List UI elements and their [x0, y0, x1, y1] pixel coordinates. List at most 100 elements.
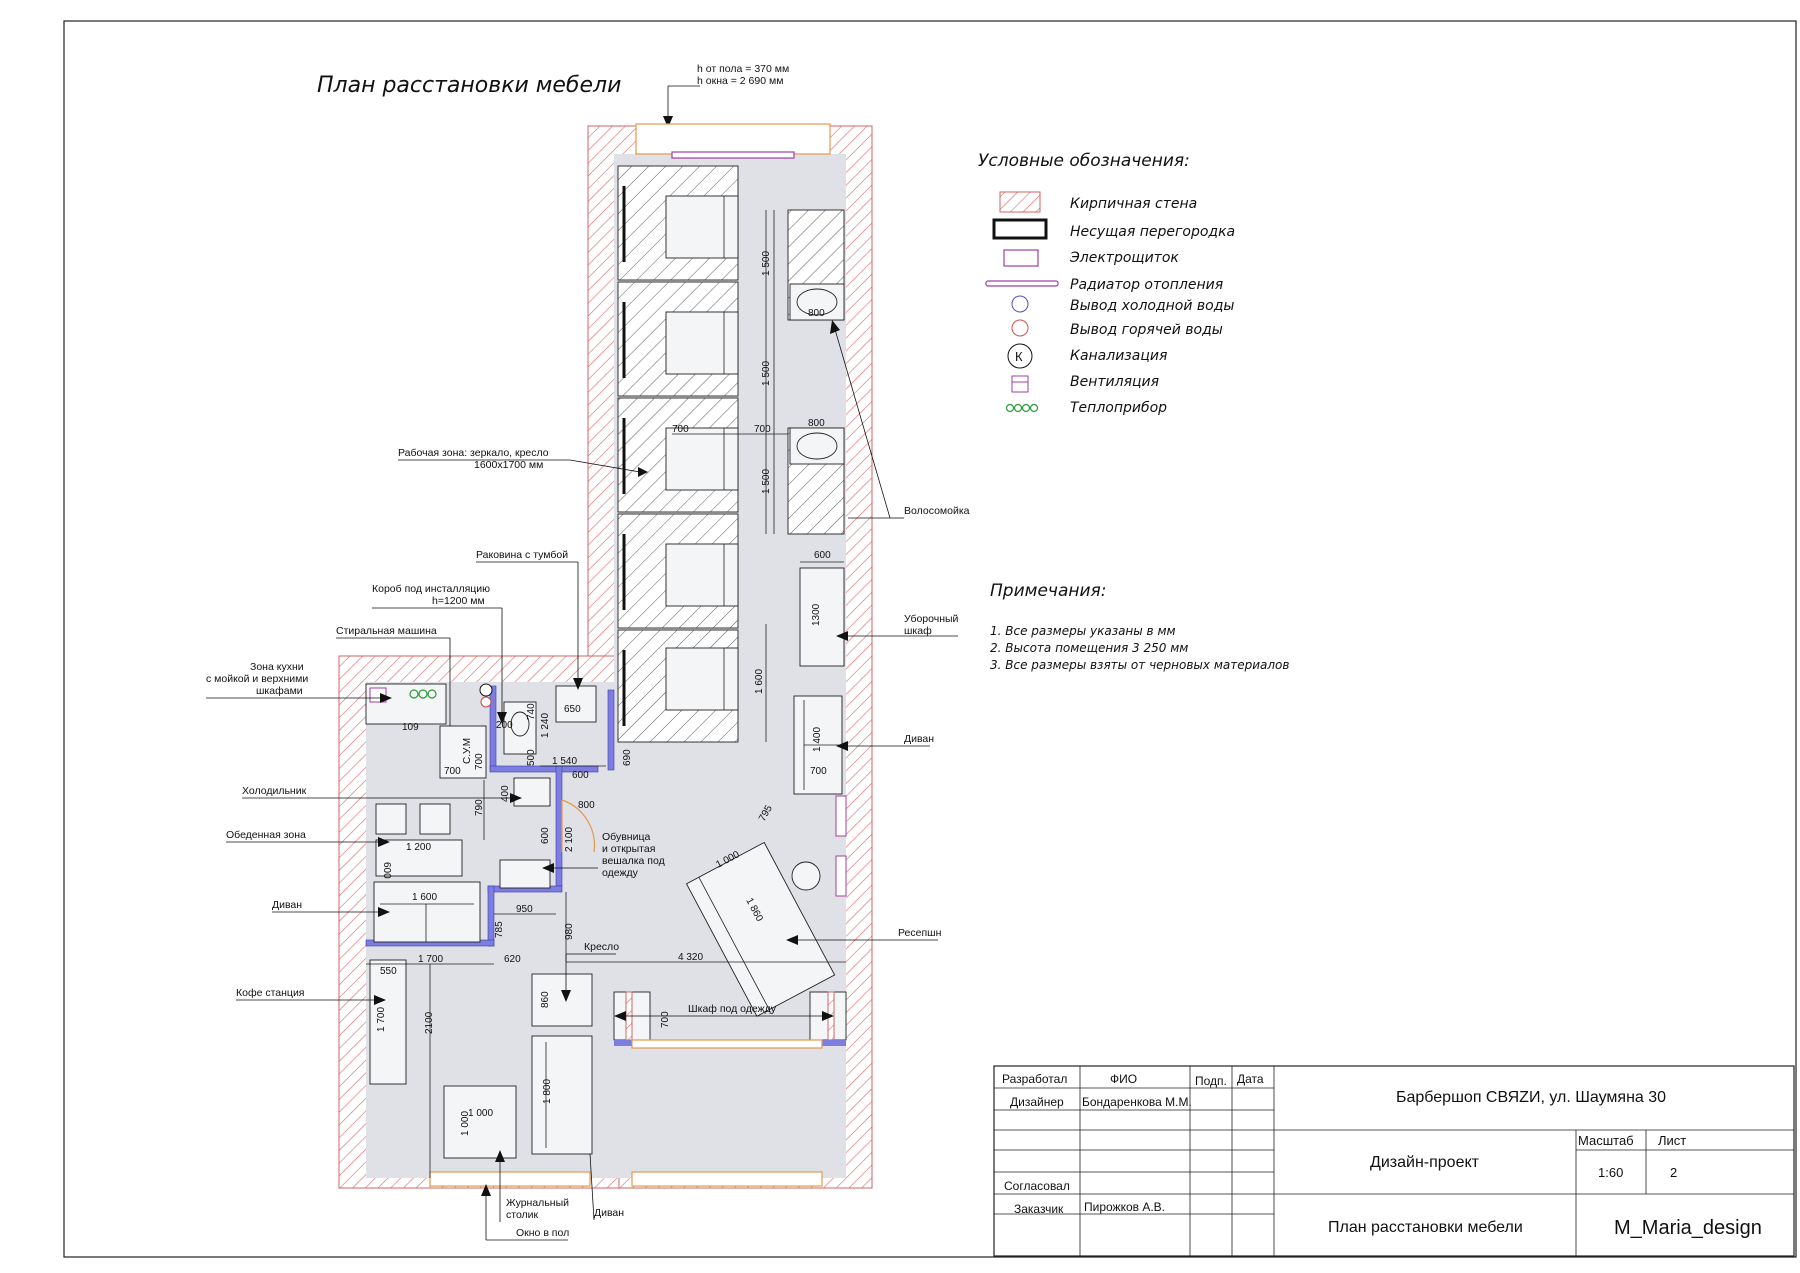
- label-armchair: Кресло: [584, 941, 619, 953]
- tb-sign: Подп.: [1195, 1074, 1227, 1088]
- svg-text:650: 650: [564, 704, 581, 715]
- svg-text:550: 550: [380, 966, 397, 977]
- label-shoe-rack-4: одежду: [602, 867, 639, 879]
- label-installation-height: h=1200 мм: [432, 595, 485, 607]
- dining-chair: [375, 803, 407, 835]
- svg-text:1 700: 1 700: [418, 954, 443, 965]
- tb-project-type: Дизайн-проект: [1370, 1154, 1480, 1171]
- sheet-frame: [63, 20, 1797, 1258]
- svg-text:2100: 2100: [424, 1011, 435, 1034]
- svg-text:400: 400: [500, 785, 511, 802]
- hair-wash-stations: [773, 209, 845, 535]
- legend-panel-swatch: [1003, 249, 1039, 267]
- svg-text:1 800: 1 800: [542, 1079, 553, 1104]
- bottom-sofa: [531, 1035, 593, 1155]
- legend-hot-water-swatch: [1011, 319, 1029, 337]
- svg-text:980: 980: [564, 923, 575, 940]
- legend-partition-swatch: [992, 218, 1048, 240]
- legend-brick-wall: Кирпичная стена: [1070, 196, 1197, 212]
- reception-chair: [791, 861, 821, 891]
- label-kitchen-2: с мойкой и верхними: [206, 673, 308, 685]
- label-installation-box: Короб под инсталляцию: [372, 583, 490, 595]
- legend-partition: Несущая перегородка: [1070, 224, 1235, 240]
- tb-scale-value: 1:60: [1598, 1165, 1623, 1180]
- note-3: 3. Все размеры взяты от черновых материа…: [990, 658, 1289, 672]
- legend-sewer-swatch: [1007, 343, 1033, 369]
- svg-text:1 400: 1 400: [812, 727, 823, 752]
- tb-date: Дата: [1237, 1072, 1264, 1086]
- svg-text:790: 790: [474, 799, 485, 816]
- label-left-sofa: Диван: [272, 899, 302, 911]
- label-coffee-table-2: столик: [506, 1209, 539, 1221]
- label-fridge: Холодильник: [242, 785, 307, 797]
- work-zones: [617, 165, 739, 743]
- legend-ventilation-swatch: [1011, 375, 1029, 393]
- tb-studio: M_Maria_design: [1614, 1217, 1762, 1239]
- legend-heater: Теплоприбор: [1070, 400, 1167, 416]
- label-work-zone: Рабочая зона: зеркало, кресло: [398, 447, 549, 459]
- svg-text:1 500: 1 500: [761, 361, 772, 386]
- label-right-sofa: Диван: [904, 733, 934, 745]
- svg-text:950: 950: [516, 904, 533, 915]
- svg-text:200: 200: [496, 720, 513, 731]
- note-1: 1. Все размеры указаны в мм: [990, 624, 1176, 638]
- legend-hot-water: Вывод горячей воды: [1070, 322, 1223, 338]
- svg-text:800: 800: [808, 308, 825, 319]
- tb-fio: ФИО: [1110, 1072, 1137, 1086]
- label-cleaning-cabinet-2: шкаф: [904, 625, 932, 637]
- coffee-station: [369, 959, 407, 1085]
- svg-text:700: 700: [474, 753, 485, 770]
- tb-approved: Согласовал: [1004, 1179, 1070, 1193]
- label-bottom-sofa: Диван: [594, 1207, 624, 1219]
- tb-designer-role: Дизайнер: [1010, 1095, 1064, 1109]
- svg-text:740: 740: [526, 703, 537, 720]
- tb-customer-role: Заказчик: [1014, 1202, 1064, 1216]
- svg-text:1 240: 1 240: [540, 713, 551, 738]
- label-washing-machine: Стиральная машина: [336, 625, 437, 637]
- svg-text:700: 700: [754, 424, 771, 435]
- fridge: [513, 777, 551, 807]
- svg-text:600: 600: [381, 862, 392, 879]
- callouts: Рабочая зона: зеркало, кресло 1600х1700 …: [206, 320, 970, 1241]
- svg-text:785: 785: [494, 921, 505, 938]
- legend-cold-water: Вывод холодной воды: [1070, 298, 1234, 314]
- reception-desk: [685, 841, 836, 1017]
- svg-text:1 500: 1 500: [761, 469, 772, 494]
- svg-text:800: 800: [808, 418, 825, 429]
- svg-text:700: 700: [660, 1011, 671, 1028]
- label-coffee-table: Журнальный: [506, 1197, 569, 1209]
- svg-text:620: 620: [504, 954, 521, 965]
- radiator: [671, 151, 795, 159]
- svg-text:800: 800: [578, 800, 595, 811]
- coffee-table: [443, 1085, 517, 1159]
- window-height-note: h от пола = 370 мм: [697, 63, 789, 75]
- tb-project-title: Барбершоп СВЯZИ, ул. Шаумяна 30: [1396, 1089, 1666, 1106]
- legend-brick-wall-swatch: [999, 191, 1041, 213]
- legend-radiator-swatch: [985, 280, 1059, 287]
- svg-text:1 600: 1 600: [754, 669, 765, 694]
- svg-text:600: 600: [540, 827, 551, 844]
- legend-title: Условные обозначения:: [978, 151, 1190, 171]
- bottom-window-right: [631, 1171, 823, 1187]
- note-2: 2. Высота помещения 3 250 мм: [990, 641, 1188, 655]
- label-sink-cabinet: Раковина с тумбой: [476, 549, 568, 561]
- left-sofa: [373, 881, 481, 943]
- svg-text:860: 860: [540, 991, 551, 1008]
- svg-text:1 500: 1 500: [761, 251, 772, 276]
- label-shoe-rack: Обувница: [602, 831, 650, 843]
- label-cleaning-cabinet: Уборочный: [904, 613, 959, 625]
- notes-title: Примечания:: [990, 581, 1107, 601]
- svg-text:700: 700: [810, 766, 827, 777]
- svg-text:1 000: 1 000: [468, 1108, 493, 1119]
- svg-text:600: 600: [814, 550, 831, 561]
- label-kitchen-3: шкафами: [256, 685, 303, 697]
- label-wardrobe: Шкаф под одежду: [688, 1003, 777, 1015]
- tb-scale-label: Масштаб: [1578, 1133, 1634, 1148]
- svg-text:109: 109: [402, 722, 419, 733]
- svg-text:1 000: 1 000: [460, 1111, 471, 1136]
- svg-text:1 600: 1 600: [412, 892, 437, 903]
- svg-text:1300: 1300: [811, 603, 822, 626]
- svg-text:600: 600: [572, 770, 589, 781]
- legend: Условные обозначения: Кирпичная стена Не…: [978, 151, 1235, 416]
